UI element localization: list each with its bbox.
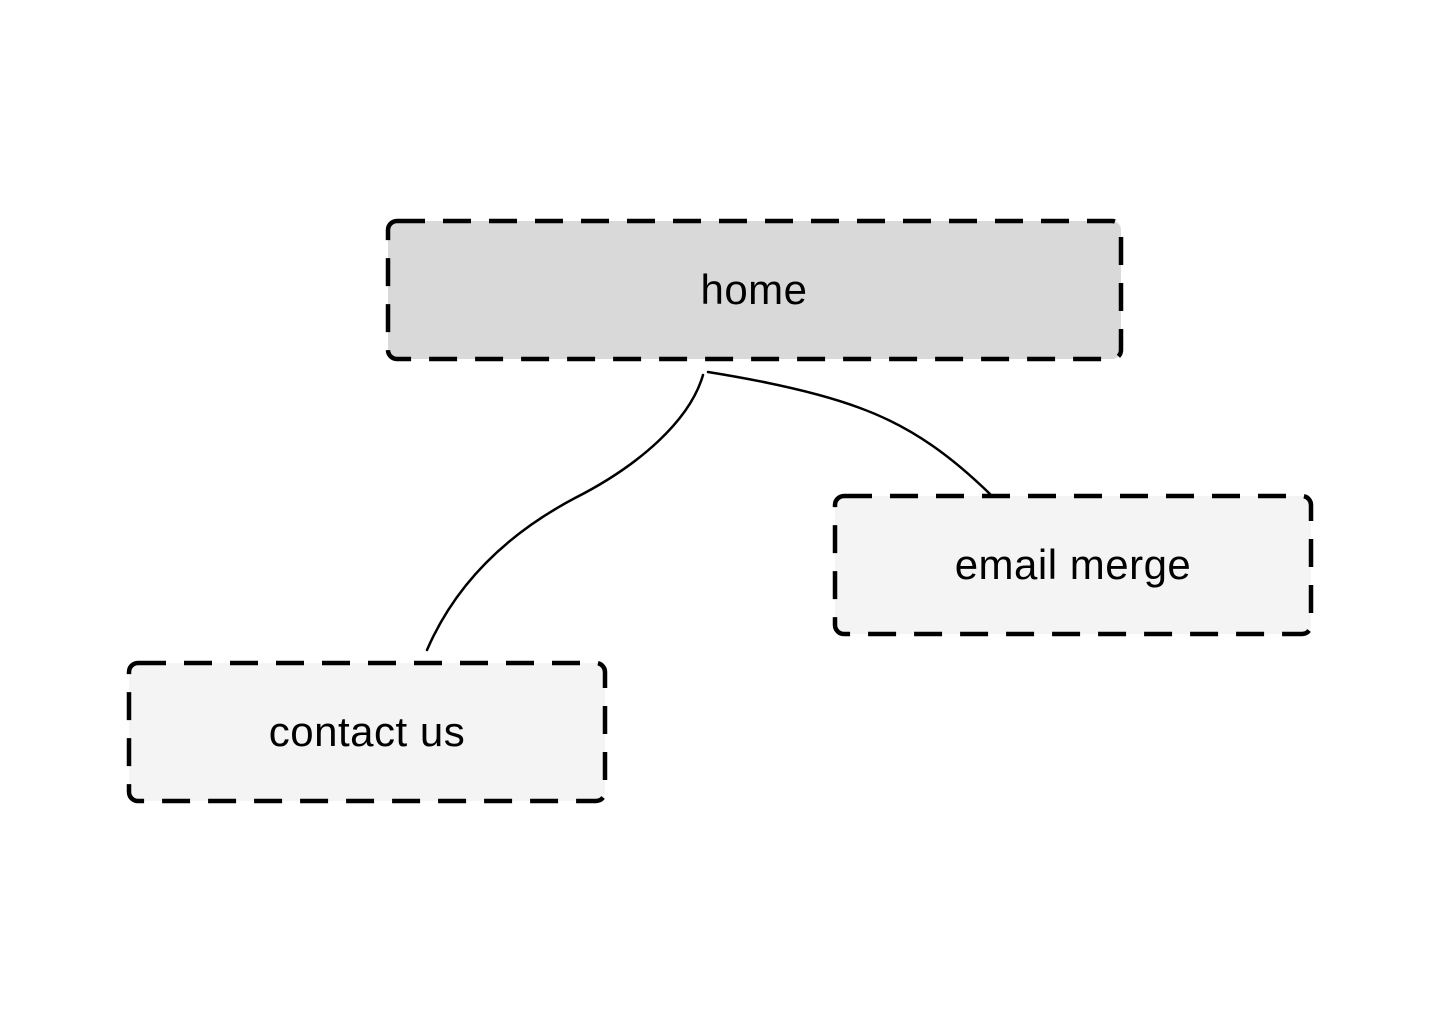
node-contact-us[interactable]: contact us bbox=[126, 660, 608, 804]
node-email-merge-box bbox=[832, 493, 1314, 637]
edge-home-to-email-merge bbox=[706, 370, 992, 496]
node-email-merge-label: email merge bbox=[955, 541, 1192, 588]
node-home-box bbox=[385, 218, 1124, 362]
node-home-label: home bbox=[700, 266, 807, 313]
edge-home-to-contact-us bbox=[425, 373, 705, 652]
node-contact-us-label: contact us bbox=[269, 708, 465, 755]
node-contact-us-box bbox=[126, 660, 608, 804]
node-home[interactable]: home bbox=[385, 218, 1124, 362]
node-email-merge[interactable]: email merge bbox=[832, 493, 1314, 637]
